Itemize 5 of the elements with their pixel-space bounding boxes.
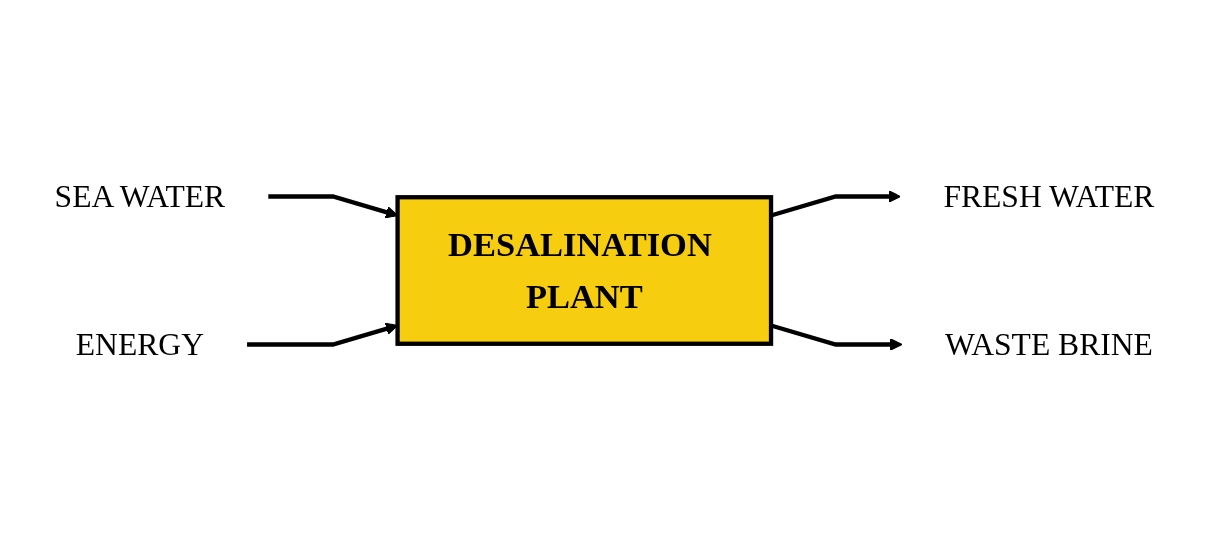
node-box: DESALINATION PLANT: [395, 195, 774, 346]
node-text: FRESH WATER: [943, 178, 1155, 215]
node-text: SEA WATER: [54, 178, 226, 215]
node-text: ENERGY: [75, 326, 204, 363]
node-text: WASTE BRINE: [944, 326, 1153, 363]
